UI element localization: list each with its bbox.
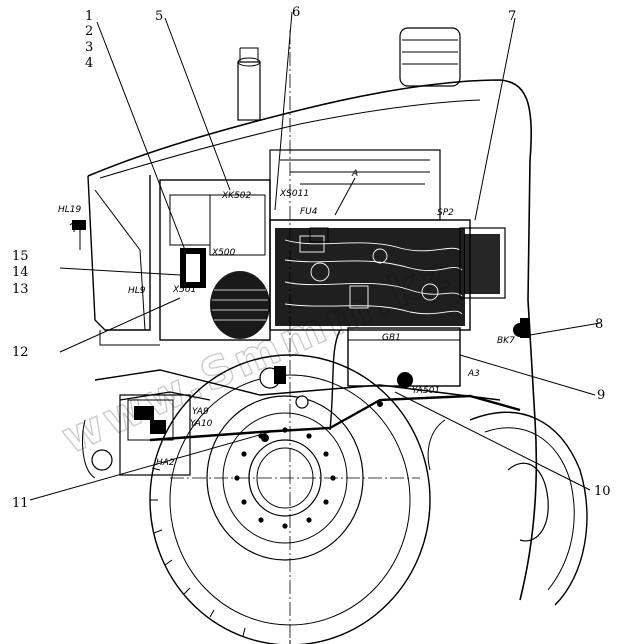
air-precleaner (399, 27, 461, 87)
callout-14: 14 (12, 265, 29, 280)
tag-hl19: HL19 (58, 205, 82, 215)
callout-1: 1 (85, 9, 93, 24)
callout-7: 7 (508, 9, 516, 24)
callout-2: 2 (85, 24, 93, 39)
leader-lines (29, 11, 601, 501)
frame (81, 369, 501, 479)
front-wheel (427, 411, 588, 606)
callout-6: 6 (292, 5, 300, 20)
tag-ya10: YA10 (190, 419, 213, 429)
engine-harness-area (275, 228, 465, 326)
hl19-headlight (69, 220, 86, 250)
tag-xs011: XS011 (279, 189, 309, 199)
tag-a: A (351, 169, 358, 179)
callout-11: 11 (12, 496, 29, 511)
hood (87, 79, 538, 601)
tag-x501: X501 (172, 285, 196, 295)
tag-xk502: XK502 (221, 191, 252, 201)
exhaust-pipe (237, 47, 261, 121)
engine-block (269, 149, 506, 331)
callout-4: 4 (85, 56, 93, 71)
tag-x500: X500 (211, 248, 236, 258)
tag-ya9: YA9 (192, 407, 209, 417)
centre-lines (170, 30, 420, 640)
callout-15: 15 (12, 249, 29, 264)
callout-9: 9 (597, 388, 605, 403)
tag-sp2: SP2 (437, 208, 454, 218)
callout-10: 10 (594, 484, 611, 499)
tag-ha2: HA2 (156, 458, 175, 468)
tag-a3: A3 (467, 369, 480, 379)
tag-hl9: HL9 (128, 286, 146, 296)
tag-bk7: BK7 (497, 336, 515, 346)
tag-gb1: GB1 (382, 333, 401, 343)
frame-harness (149, 318, 530, 442)
component-tags: HL19 HL9 X500 X501 XK502 XS011 FU4 A SP2… (58, 169, 515, 468)
callout-13: 13 (12, 282, 29, 297)
callout-numbers: 1 2 3 4 5 6 7 8 9 10 11 12 13 14 15 (12, 5, 611, 511)
callout-3: 3 (85, 40, 93, 55)
tag-ya501: YA501 (412, 386, 440, 396)
tag-fu4: FU4 (300, 207, 318, 217)
callout-12: 12 (12, 345, 29, 360)
callout-8: 8 (595, 317, 603, 332)
fan-and-radiator (159, 179, 271, 341)
callout-5: 5 (155, 9, 163, 24)
